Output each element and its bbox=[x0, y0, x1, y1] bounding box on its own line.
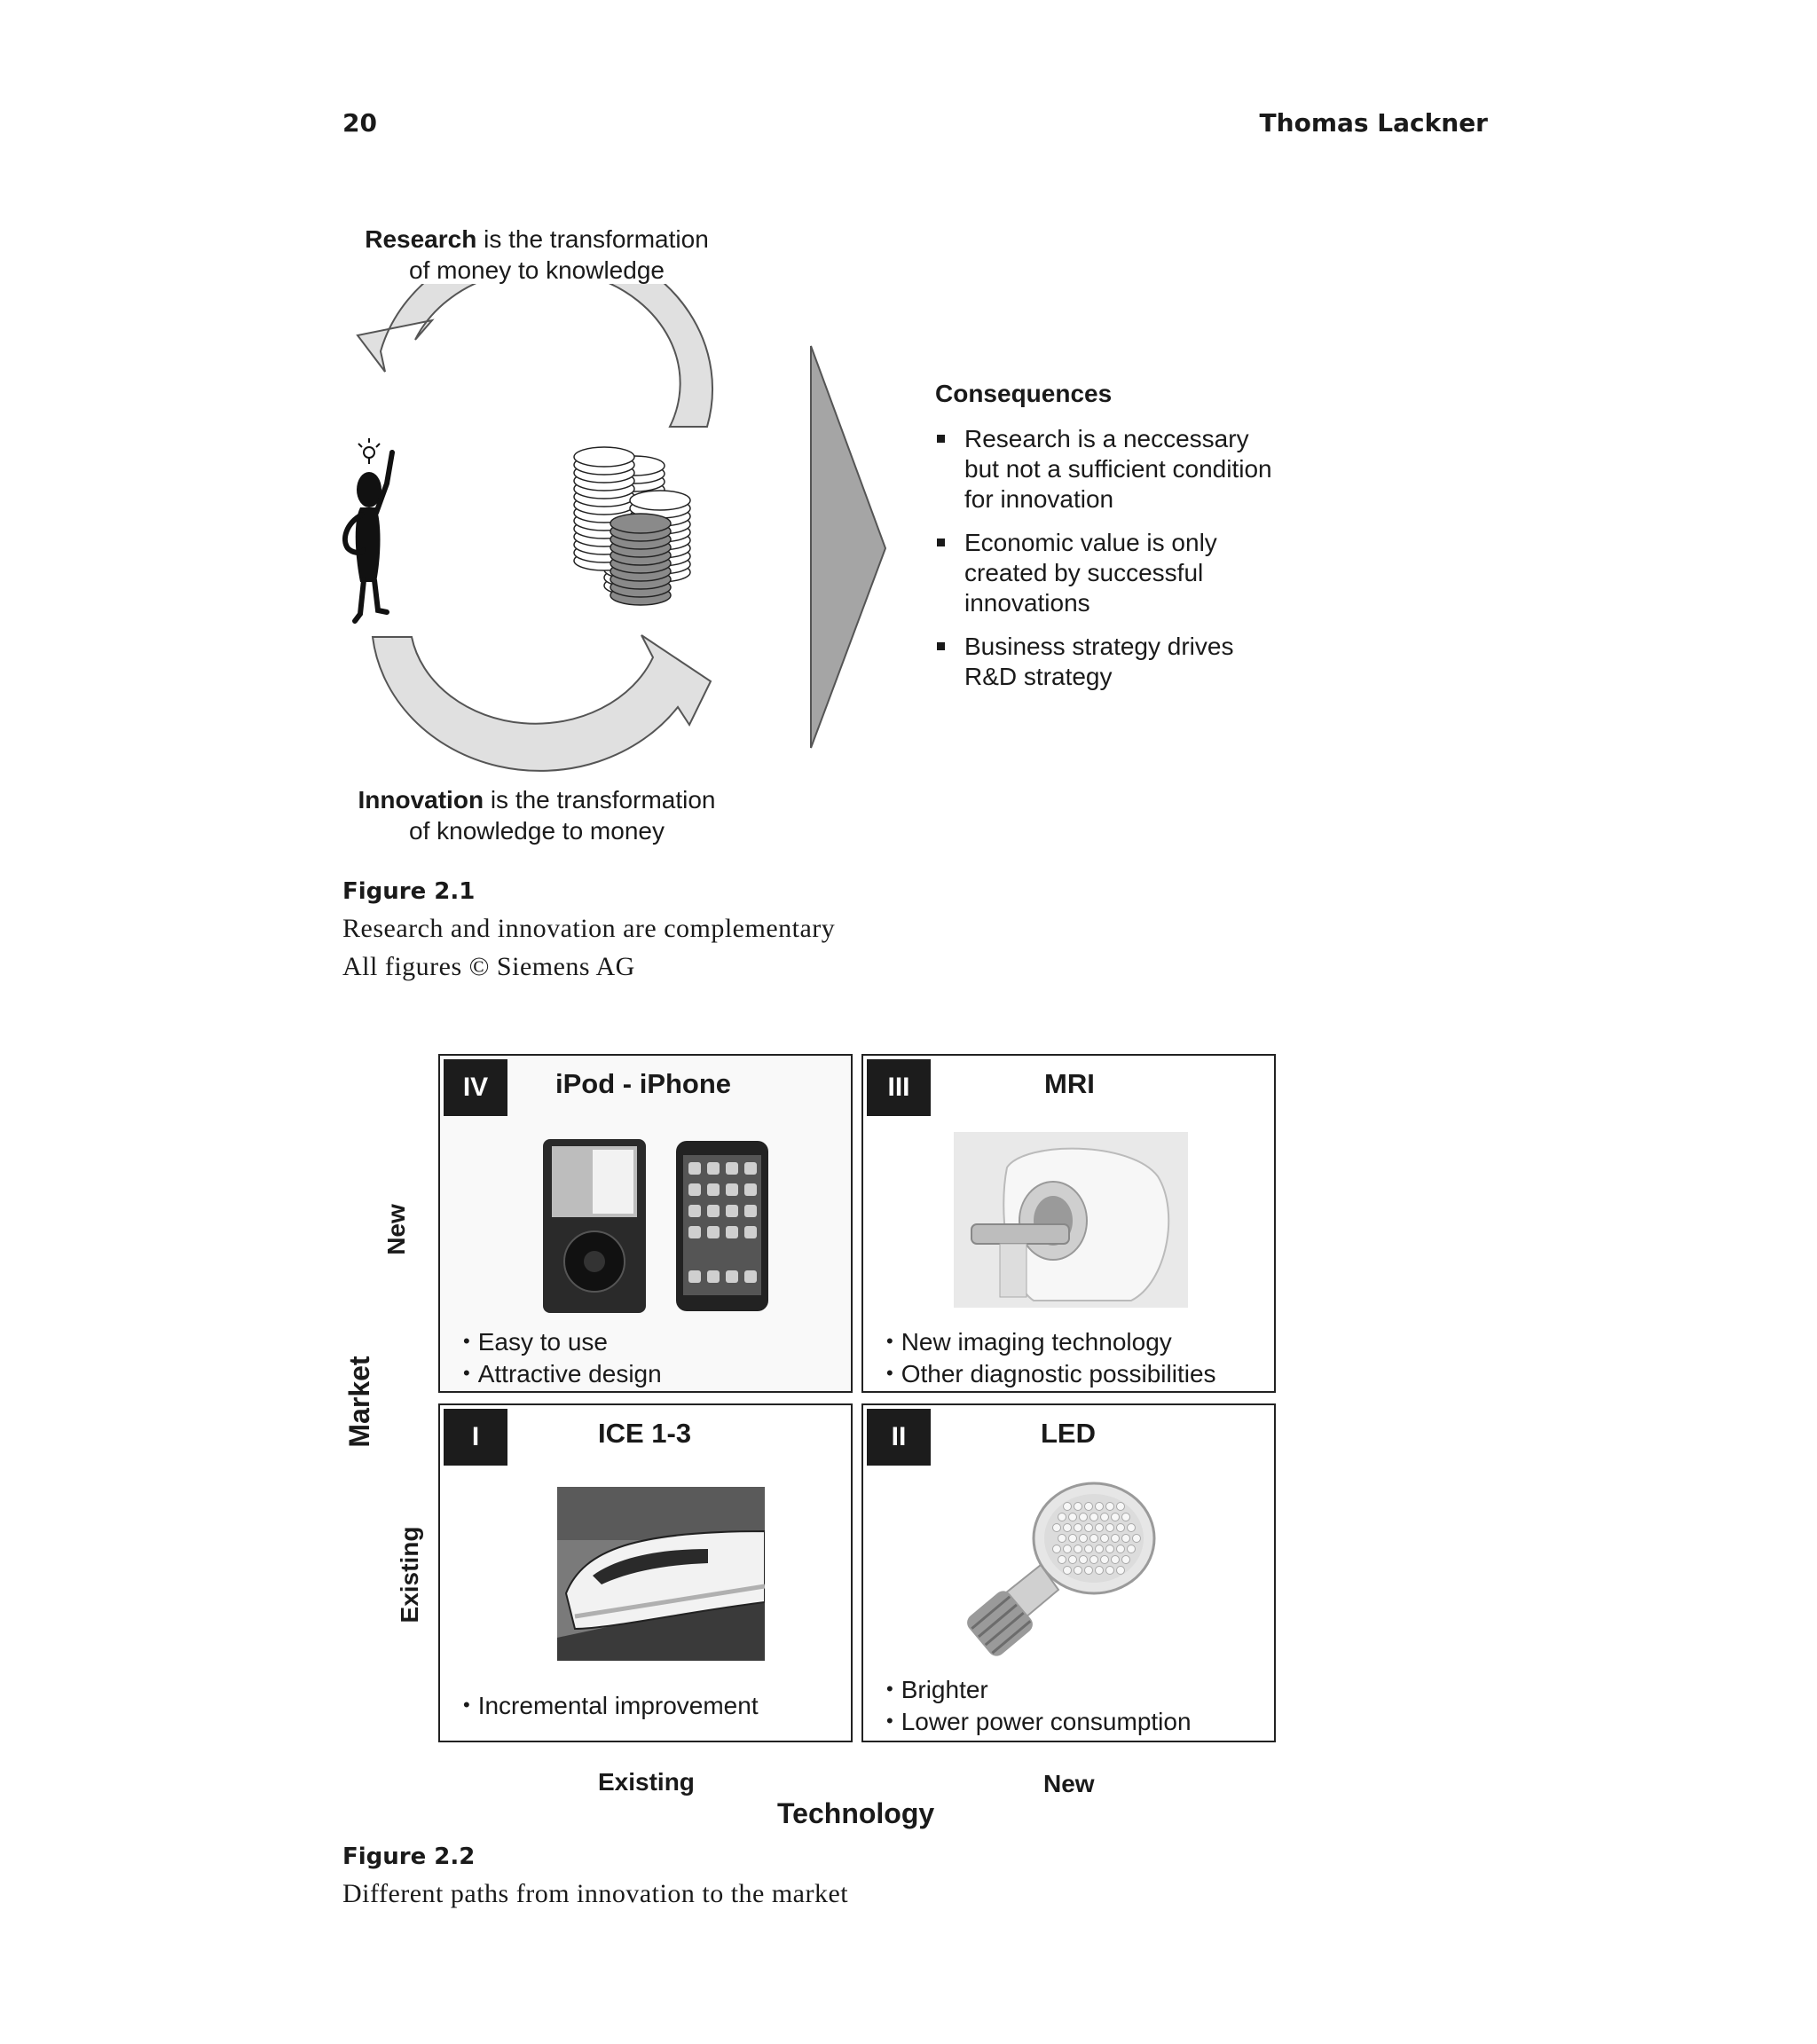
research-term: Research bbox=[365, 225, 476, 253]
quadrant-ii-bullets: Brighter Lower power consumption bbox=[886, 1675, 1192, 1739]
quadrant-iii-bullets: New imaging technology Other diagnostic … bbox=[886, 1327, 1216, 1391]
innovation-term: Innovation bbox=[358, 786, 484, 814]
quadrant-iii-title: MRI bbox=[1044, 1068, 1095, 1100]
quadrant-iii-badge: III bbox=[867, 1059, 931, 1116]
quadrant-i-badge: I bbox=[444, 1409, 507, 1466]
research-cycle-arrow bbox=[358, 284, 712, 427]
x-axis-title: Technology bbox=[777, 1797, 934, 1830]
figure-2-1-label: Figure 2.1 bbox=[342, 878, 475, 905]
quadrant-iv-bullets: Easy to use Attractive design bbox=[463, 1327, 662, 1391]
coin-stacks-icon bbox=[574, 447, 690, 605]
innovation-cycle-arrow bbox=[373, 635, 711, 771]
innovation-definition: Innovation is the transformation of know… bbox=[337, 784, 736, 846]
research-definition: Research is the transformation of money … bbox=[337, 224, 736, 286]
y-axis-title: Market bbox=[342, 1348, 377, 1455]
research-text-line1: is the transformation bbox=[476, 225, 708, 253]
quadrant-iv-title: iPod - iPhone bbox=[555, 1068, 731, 1100]
figure-2-1-caption: Research and innovation are complementar… bbox=[342, 914, 835, 944]
quadrant-iv: IV iPod - iPhone Easy to use Attractive … bbox=[438, 1054, 853, 1393]
figure-2-2-caption: Different paths from innovation to the m… bbox=[342, 1879, 848, 1909]
bullet-item: Other diagnostic possibilities bbox=[886, 1359, 1216, 1391]
quadrant-i-title: ICE 1-3 bbox=[598, 1418, 691, 1450]
running-header-author: Thomas Lackner bbox=[1260, 108, 1488, 138]
consequences-panel: Consequences Research is a neccessary bu… bbox=[935, 380, 1308, 705]
bullet-item: Attractive design bbox=[463, 1359, 662, 1391]
consequences-list: Research is a neccessary but not a suffi… bbox=[935, 424, 1308, 692]
quadrant-ii-badge: II bbox=[867, 1409, 931, 1466]
quadrant-iv-badge: IV bbox=[444, 1059, 507, 1116]
consequence-chevron bbox=[811, 346, 885, 748]
research-innovation-diagram bbox=[337, 284, 905, 781]
quadrant-ii: II LED Brighter Lower power consumption bbox=[861, 1403, 1276, 1742]
x-axis-label-new: New bbox=[1043, 1770, 1095, 1798]
bullet-item: Incremental improvement bbox=[463, 1691, 759, 1723]
quadrant-i: I ICE 1-3 Incremental improvement bbox=[438, 1403, 853, 1742]
bullet-item: Brighter bbox=[886, 1675, 1192, 1707]
innovation-text-line2: of knowledge to money bbox=[337, 815, 736, 846]
bullet-item: Easy to use bbox=[463, 1327, 662, 1359]
thinking-person-icon bbox=[345, 438, 392, 621]
x-axis-label-existing: Existing bbox=[598, 1768, 695, 1796]
y-axis-label-existing: Existing bbox=[394, 1513, 426, 1637]
bullet-item: New imaging technology bbox=[886, 1327, 1216, 1359]
innovation-text-line1: is the transformation bbox=[484, 786, 715, 814]
consequence-item: Economic value is only created by succes… bbox=[935, 528, 1284, 618]
mri-scanner-image bbox=[954, 1132, 1188, 1308]
consequence-item: Research is a neccessary but not a suffi… bbox=[935, 424, 1284, 515]
led-bulb-image bbox=[961, 1476, 1165, 1663]
figure-2-2-label: Figure 2.2 bbox=[342, 1844, 475, 1870]
y-axis-label-new: New bbox=[381, 1185, 413, 1274]
ipod-iphone-image bbox=[541, 1137, 772, 1315]
quadrant-iii: III MRI New imaging technology Other dia… bbox=[861, 1054, 1276, 1393]
consequences-title: Consequences bbox=[935, 380, 1308, 408]
quadrant-ii-title: LED bbox=[1041, 1418, 1096, 1450]
bullet-item: Lower power consumption bbox=[886, 1707, 1192, 1739]
quadrant-i-bullets: Incremental improvement bbox=[463, 1691, 759, 1723]
consequence-item: Business strategy drives R&D strategy bbox=[935, 632, 1284, 692]
ice-train-image bbox=[557, 1487, 765, 1661]
page-number: 20 bbox=[342, 108, 377, 138]
research-text-line2: of money to knowledge bbox=[337, 255, 736, 286]
figure-2-1-credit: All figures © Siemens AG bbox=[342, 952, 635, 982]
